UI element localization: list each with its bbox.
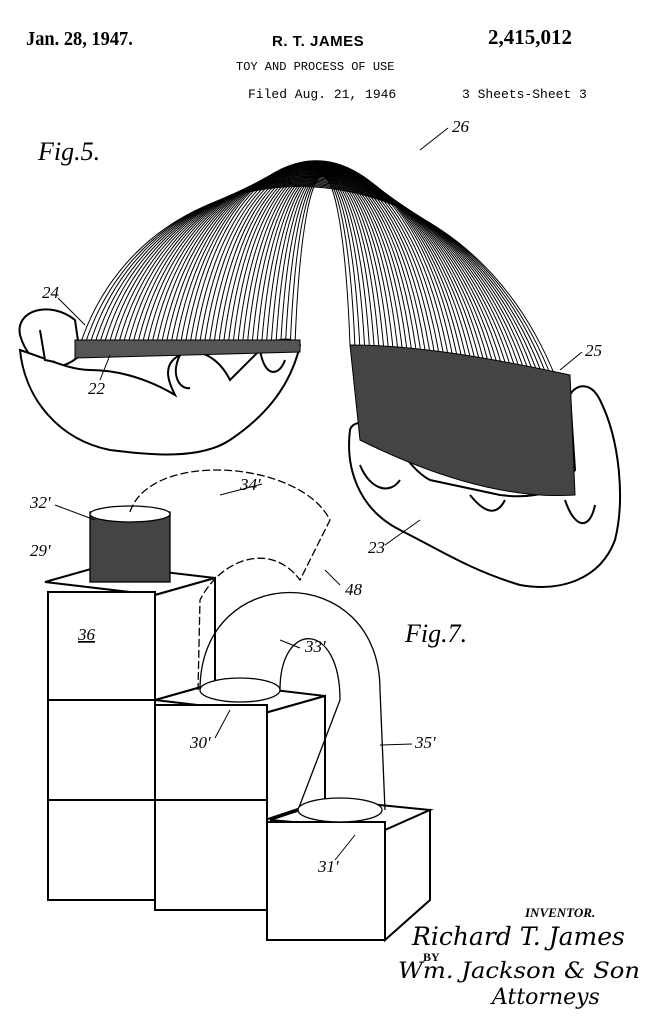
patent-title: TOY AND PROCESS OF USE <box>236 60 395 74</box>
slinky-coil <box>93 182 561 436</box>
filed-date: Filed Aug. 21, 1946 <box>248 87 397 102</box>
sheet-number: 3 Sheets-Sheet 3 <box>462 87 587 102</box>
slinky-coil <box>241 168 406 376</box>
slinky-coil <box>294 176 351 346</box>
slinky-coil <box>261 171 386 365</box>
left-hand <box>18 308 302 456</box>
slinky-coil <box>108 179 546 432</box>
right-hand <box>348 385 621 588</box>
ref-22: 22 <box>88 379 106 398</box>
ref-48: 48 <box>345 580 363 599</box>
slinky-coil <box>265 171 381 362</box>
stair-slinky <box>89 469 386 823</box>
ref-31: 31' <box>317 857 339 876</box>
slinky-coil <box>112 178 541 431</box>
ref-24: 24 <box>42 283 60 302</box>
ref-34: 34' <box>239 475 261 494</box>
inventor-signature: Richard T. James <box>412 922 625 951</box>
slinky-left-bundle <box>74 339 301 359</box>
slinky-coil <box>275 173 371 357</box>
slinky-right-bundle <box>349 344 576 497</box>
stair-blocks <box>44 563 434 943</box>
ref-25: 25 <box>585 341 602 360</box>
slinky-coil <box>89 183 566 438</box>
patent-date: Jan. 28, 1947. <box>26 28 133 50</box>
slinky-coil <box>194 161 456 400</box>
inventor-header: R. T. JAMES <box>272 33 365 50</box>
patent-number: 2,415,012 <box>488 25 572 49</box>
ref-23: 23 <box>368 538 385 557</box>
ref-35: 35' <box>414 733 436 752</box>
slinky-coil <box>232 167 416 381</box>
leader-lines <box>54 127 583 861</box>
slinky-coil <box>198 161 451 398</box>
slinky-coil <box>189 160 461 402</box>
ref-29: 29' <box>30 541 51 560</box>
attorney-signature: Wm. Jackson & Son <box>398 959 640 984</box>
slinky-coil <box>84 184 571 439</box>
fig5-label: Fig.5. <box>37 137 100 166</box>
slinky-coil <box>222 165 426 386</box>
ref-32: 32' <box>29 493 51 512</box>
ref-33: 33' <box>304 637 326 656</box>
ref-36: 36 <box>77 625 96 644</box>
slinky-coil <box>103 180 551 433</box>
ref-30: 30' <box>189 733 211 752</box>
fig7-label: Fig.7. <box>404 619 467 648</box>
slinky-coil <box>237 167 411 378</box>
slinky-coil <box>98 181 556 435</box>
by-label: BY <box>423 950 440 964</box>
slinky-coil <box>227 166 421 383</box>
slinky-coil <box>270 172 376 360</box>
inventor-label: INVENTOR. <box>525 905 596 920</box>
ref-26: 26 <box>452 117 470 136</box>
slinky-coil <box>79 186 576 441</box>
attorneys-label: Attorneys <box>492 985 600 1010</box>
slinky-coils <box>79 160 576 441</box>
